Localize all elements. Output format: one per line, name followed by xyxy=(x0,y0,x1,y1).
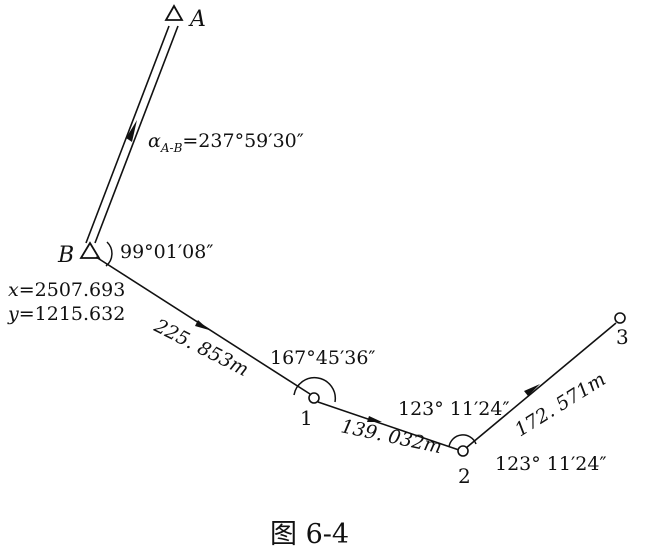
station-a-triangle xyxy=(164,4,184,21)
direction-arrow-1-2 xyxy=(367,416,382,422)
leg-1-2 xyxy=(317,401,460,451)
leg-2-3 xyxy=(465,322,617,449)
angle-label-b: 99°01′08″ xyxy=(120,241,213,263)
station-b-triangle xyxy=(79,241,101,259)
coordinate-y-label: y xyxy=(7,303,19,325)
angle-arc-1 xyxy=(293,376,337,403)
coordinate-x-label: x xyxy=(8,279,19,301)
label-a: A xyxy=(188,7,206,32)
distance-2-3: 172. 571m xyxy=(511,368,610,441)
coordinate-x-value: =2507.693 xyxy=(19,279,126,301)
station-3-circle xyxy=(614,312,626,324)
azimuth-symbol: α xyxy=(148,130,161,152)
line-a-b xyxy=(85,25,179,244)
label-3: 3 xyxy=(616,325,629,349)
station-1-circle xyxy=(308,392,320,404)
angle-label-2-lower: 123° 11′24″ xyxy=(495,453,607,475)
angle-arc-b xyxy=(105,241,113,267)
direction-arrow-2-3 xyxy=(524,384,540,396)
label-b: B xyxy=(57,243,74,268)
direction-arrow-b-1 xyxy=(195,320,209,330)
azimuth-subscript: A-B xyxy=(160,141,183,155)
angle-label-2-upper: 123° 11′24″ xyxy=(398,398,510,420)
coordinate-y: y=1215.632 xyxy=(7,303,125,325)
angle-label-1: 167°45′36″ xyxy=(270,347,376,369)
station-2-circle xyxy=(457,445,469,457)
distance-1-2: 139. 032m xyxy=(339,415,444,458)
azimuth-value: =237°59′30″ xyxy=(182,130,303,152)
figure-caption: 图 6-4 xyxy=(270,519,349,550)
coordinate-x: x=2507.693 xyxy=(8,279,125,301)
coordinate-y-value: =1215.632 xyxy=(19,303,126,325)
label-1: 1 xyxy=(300,406,313,430)
label-2: 2 xyxy=(458,464,471,488)
angle-arc-2 xyxy=(448,434,477,448)
azimuth-arrow xyxy=(126,120,137,142)
azimuth-label: αA-B=237°59′30″ xyxy=(148,130,304,155)
